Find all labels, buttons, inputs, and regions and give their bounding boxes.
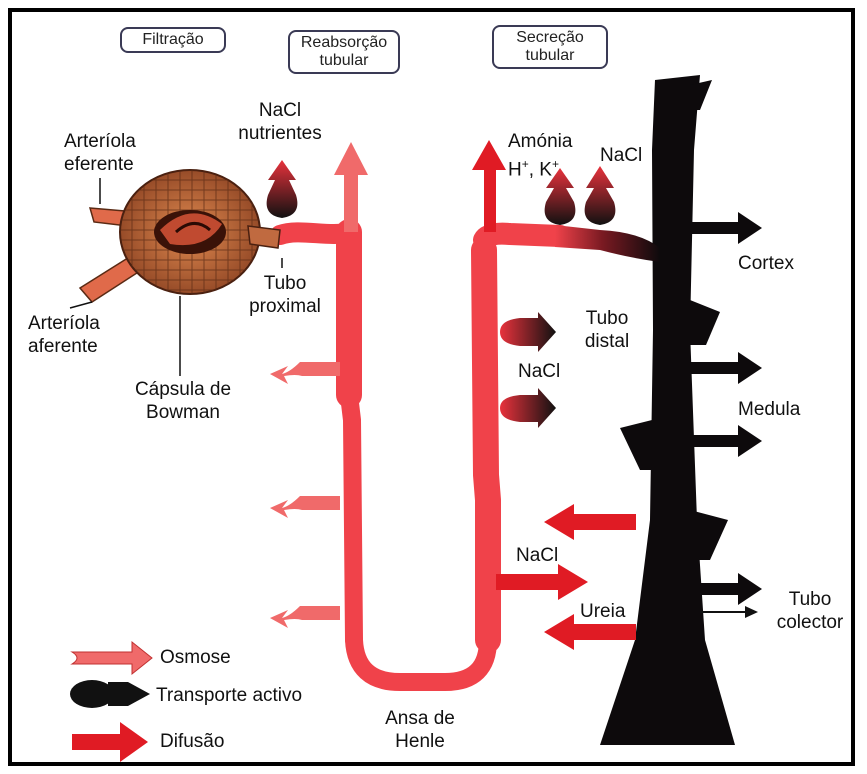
capsule-line1: Cápsula de: [128, 378, 238, 401]
duct-branch: [620, 420, 652, 470]
nacl-top-label: NaCl: [600, 144, 642, 167]
nacl-henle-arrow: [496, 564, 588, 600]
nutrient-arrow-up: [334, 142, 368, 232]
proximal-label: Tubo proximal: [240, 272, 330, 318]
duct-branch: [690, 300, 720, 345]
header-secretion: Secreção tubular: [492, 25, 608, 69]
header-secretion-line1: Secreção: [502, 29, 598, 47]
ammonia-label: Amónia H+, K+: [508, 130, 572, 181]
medula-label: Medula: [738, 398, 800, 421]
henle-line2: Henle: [370, 730, 470, 753]
legend-diffusion-symbol: [72, 722, 148, 762]
nacl-nutrients-label: NaCl nutrientes: [230, 99, 330, 145]
header-secretion-line2: tubular: [502, 47, 598, 65]
hk-ions-text: H+, K+: [508, 153, 572, 181]
ammonia-text: Amónia: [508, 130, 572, 153]
active-transport-drop: [267, 160, 298, 218]
nacl-henle-label: NaCl: [516, 544, 558, 567]
active-transport-side: [500, 312, 556, 352]
header-filtration: Filtração: [120, 27, 226, 53]
afferent-line1: Arteríola: [28, 312, 100, 335]
collector-pointer-head: [745, 606, 758, 618]
henle-line1: Ansa de: [370, 707, 470, 730]
duct-branch: [690, 80, 712, 110]
collector-line2: colector: [768, 611, 852, 634]
capsule-line2: Bowman: [128, 401, 238, 424]
henle-label: Ansa de Henle: [370, 707, 470, 753]
active-transport-drop: [585, 166, 616, 225]
capsule-label: Cápsula de Bowman: [128, 378, 238, 424]
efferent-line2: eferente: [64, 153, 136, 176]
efferent-label: Arteríola eferente: [64, 130, 136, 176]
proximal-line2: proximal: [240, 295, 330, 318]
legend-active-symbol: [70, 680, 150, 708]
distal-join: [555, 225, 660, 262]
diffusion-arrow-left: [544, 504, 636, 540]
header-reabsorption-line1: Reabsorção: [298, 34, 390, 52]
afferent-label: Arteríola aferente: [28, 312, 100, 358]
nacl-nutrients-line1: NaCl: [230, 99, 330, 122]
osmosis-arrows: [270, 362, 340, 628]
legend-osmosis-label: Osmose: [160, 646, 231, 669]
nacl-distal-label: NaCl: [518, 360, 560, 383]
legend-osmosis-symbol: [72, 642, 152, 674]
distal-line1: Tubo: [572, 307, 642, 330]
distal-label: Tubo distal: [572, 307, 642, 353]
legend-diffusion-label: Difusão: [160, 730, 224, 753]
ammonia-arrow-up: [472, 140, 506, 232]
active-transport-side: [500, 388, 556, 428]
duct-branch: [690, 510, 728, 560]
ureia-label: Ureia: [580, 600, 625, 623]
legend-active-label: Transporte activo: [156, 684, 302, 707]
cortex-label: Cortex: [738, 252, 794, 275]
distal-line2: distal: [572, 330, 642, 353]
header-reabsorption-line2: tubular: [298, 52, 390, 70]
proximal-line1: Tubo: [240, 272, 330, 295]
collecting-duct: [600, 75, 735, 745]
afferent-pointer: [70, 302, 92, 308]
efferent-line1: Arteríola: [64, 130, 136, 153]
afferent-line2: aferente: [28, 335, 100, 358]
collector-line1: Tubo: [768, 588, 852, 611]
collector-label: Tubo colector: [768, 588, 852, 634]
header-filtration-text: Filtração: [142, 31, 203, 48]
header-reabsorption: Reabsorção tubular: [288, 30, 400, 74]
nacl-nutrients-line2: nutrientes: [230, 122, 330, 145]
